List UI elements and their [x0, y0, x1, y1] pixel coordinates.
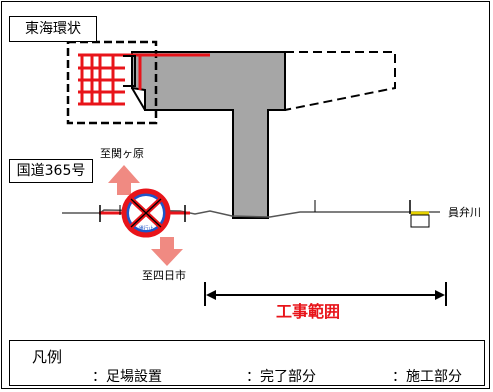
legend-construction-label: ：施工部分: [392, 369, 462, 385]
arrow-to-yokkaichi: [151, 237, 183, 266]
construction-section-left: [66, 40, 158, 125]
national-route-label: 国道365号: [9, 159, 93, 183]
pier-underside: [131, 87, 146, 111]
ground-line: [62, 209, 440, 218]
river-label: 員弁川: [448, 206, 481, 219]
river-marker: [410, 214, 430, 228]
scaffold: [78, 53, 210, 106]
ring-road-label: 東海環状: [9, 16, 97, 42]
to-sekigahara-label: 至関ヶ原: [100, 147, 144, 160]
legend-title: 凡例: [32, 348, 63, 366]
legend-scaffold-label: ：足場設置: [92, 369, 162, 385]
arrow-to-sekigahara: [108, 165, 140, 195]
legend-completed-label: ：完了部分: [246, 369, 316, 385]
road-closed-sign: 通行止: [121, 188, 171, 238]
construction-section-right: [284, 51, 396, 111]
construction-range-arrow: [204, 282, 447, 306]
construction-range-label: 工事範囲: [276, 302, 341, 321]
legend: 凡例 ：足場設置 ：完了部分 ：施工部分: [9, 340, 485, 386]
to-yokkaichi-label: 至四日市: [142, 269, 186, 282]
sign-text: 通行止: [138, 225, 153, 232]
